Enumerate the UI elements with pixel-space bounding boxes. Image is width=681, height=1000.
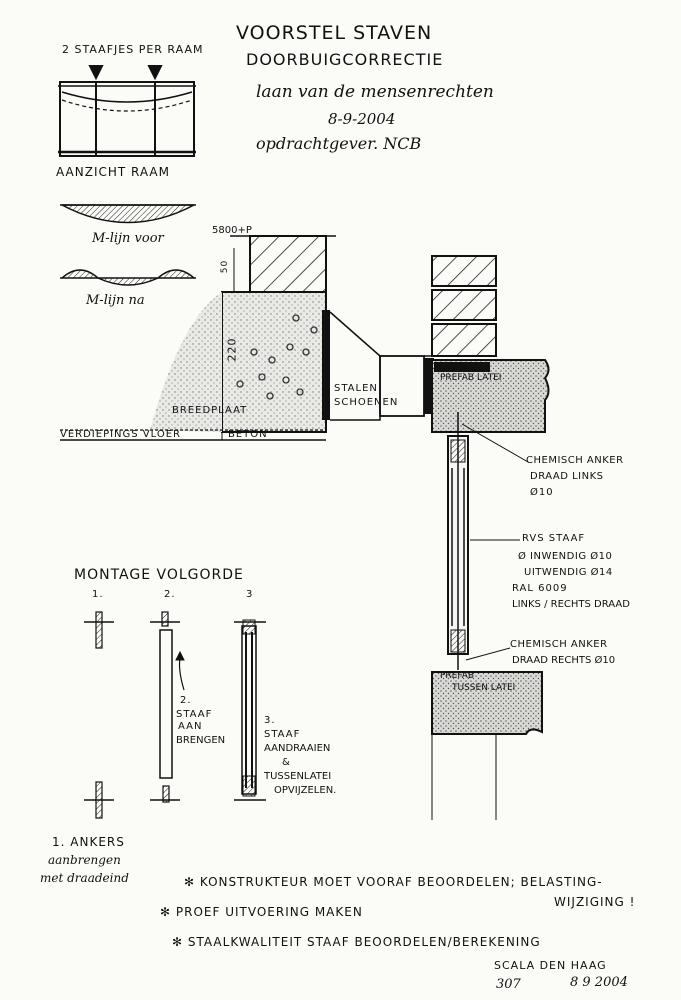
floor-section <box>60 235 432 441</box>
montage-step-1 <box>84 611 114 819</box>
breedplaat-label: BREEDPLAAT <box>172 405 248 416</box>
thread-direction-label: LINKS / RECHTS DRAAD <box>512 599 630 610</box>
note-constructor-cont: WIJZIGING ! <box>554 895 636 909</box>
client: opdrachtgever. NCB <box>256 134 422 153</box>
stalen-label: STALEN <box>334 383 378 394</box>
brick-column <box>424 255 550 433</box>
step3-line-aandraaien: AANDRAAIEN <box>264 743 331 754</box>
step2-number: 2. <box>180 695 192 706</box>
elevation-caption: AANZICHT RAAM <box>56 165 170 179</box>
note-constructor: ✻ KONSTRUKTEUR MOET VOORAF BEOORDELEN; B… <box>184 875 603 889</box>
drawing-title: VOORSTEL STAVEN <box>236 22 433 44</box>
step1-line-draadeind: met draadeind <box>40 871 129 885</box>
montage-step-2 <box>150 611 185 803</box>
prefab-latei-label: PREFAB LATEI <box>440 373 502 383</box>
ral-color-label: RAL 6009 <box>512 583 568 594</box>
rvs-rod-label: RVS STAAF <box>522 533 586 544</box>
drawing-subtitle: DOORBUIGCORRECTIE <box>246 50 444 69</box>
note-steel-quality: ✻ STAALKWALITEIT STAAF BEOORDELEN/BEREKE… <box>172 935 541 949</box>
schoenen-label: SCHOENEN <box>334 397 399 408</box>
moment-after-label: M-lijn na <box>86 293 145 308</box>
signature-date: 8 9 2004 <box>570 975 628 990</box>
prefab-label: PREFAB <box>440 671 475 681</box>
inner-diameter-label: Ø INWENDIG Ø10 <box>518 551 613 562</box>
beton-label: BETON <box>228 429 268 440</box>
step1-line-aanbrengen: aanbrengen <box>48 853 121 867</box>
note-trial: ✻ PROEF UITVOERING MAKEN <box>160 905 363 919</box>
window-elevation <box>58 65 196 157</box>
step3-line-staaf: STAAF <box>264 729 301 740</box>
step3-line-tussenlatei: TUSSENLATEI <box>264 771 332 782</box>
moment-before-label: M-lijn voor <box>92 231 164 246</box>
step2-line-aan: AAN <box>178 721 203 732</box>
dimension-50: 50 <box>220 259 231 274</box>
montage-title: MONTAGE VOLGORDE <box>74 567 244 583</box>
leader-lines <box>461 423 529 661</box>
chemical-anchor-right-label: CHEMISCH ANKER <box>510 639 608 650</box>
office-name: SCALA DEN HAAG <box>494 959 607 972</box>
step-number-2: 2. <box>164 589 176 600</box>
step3-number: 3. <box>264 715 276 726</box>
thread-left-label: DRAAD LINKS <box>530 471 604 482</box>
moment-line-before <box>60 204 196 224</box>
drawing-number: 307 <box>496 977 521 992</box>
step1-line-ankers: 1. ANKERS <box>52 835 125 849</box>
step2-line-brengen: BRENGEN <box>176 735 226 746</box>
load-label: 5800+P <box>212 225 252 236</box>
intermediate-lintel-label: TUSSEN LATEI <box>452 683 516 693</box>
dimension-220: 220 <box>225 337 239 362</box>
step-number-1: 1. <box>92 589 104 600</box>
montage-step-3 <box>234 619 266 801</box>
floor-label: VERDIEPINGS VLOER <box>60 429 182 440</box>
prefab-intermediate-lintel <box>431 671 543 820</box>
thread-right-label: DRAAD RECHTS Ø10 <box>512 655 616 666</box>
outer-diameter-label: UITWENDIG Ø14 <box>524 567 613 578</box>
moment-line-after <box>60 269 196 286</box>
chemical-anchor-left-label: CHEMISCH ANKER <box>526 455 624 466</box>
step3-line-opvijzelen: OPVIJZELEN. <box>274 785 337 796</box>
drawing-date: 8-9-2004 <box>328 110 396 128</box>
step3-line-ampersand: & <box>282 757 291 768</box>
rvs-rod <box>447 412 469 670</box>
project-location: laan van de mensenrechten <box>256 82 494 102</box>
step2-line-staaf: STAAF <box>176 709 213 720</box>
step-number-3: 3 <box>246 589 254 600</box>
anchor-diameter-left: Ø10 <box>530 487 554 498</box>
rods-per-window-label: 2 STAAFJES PER RAAM <box>62 43 204 56</box>
